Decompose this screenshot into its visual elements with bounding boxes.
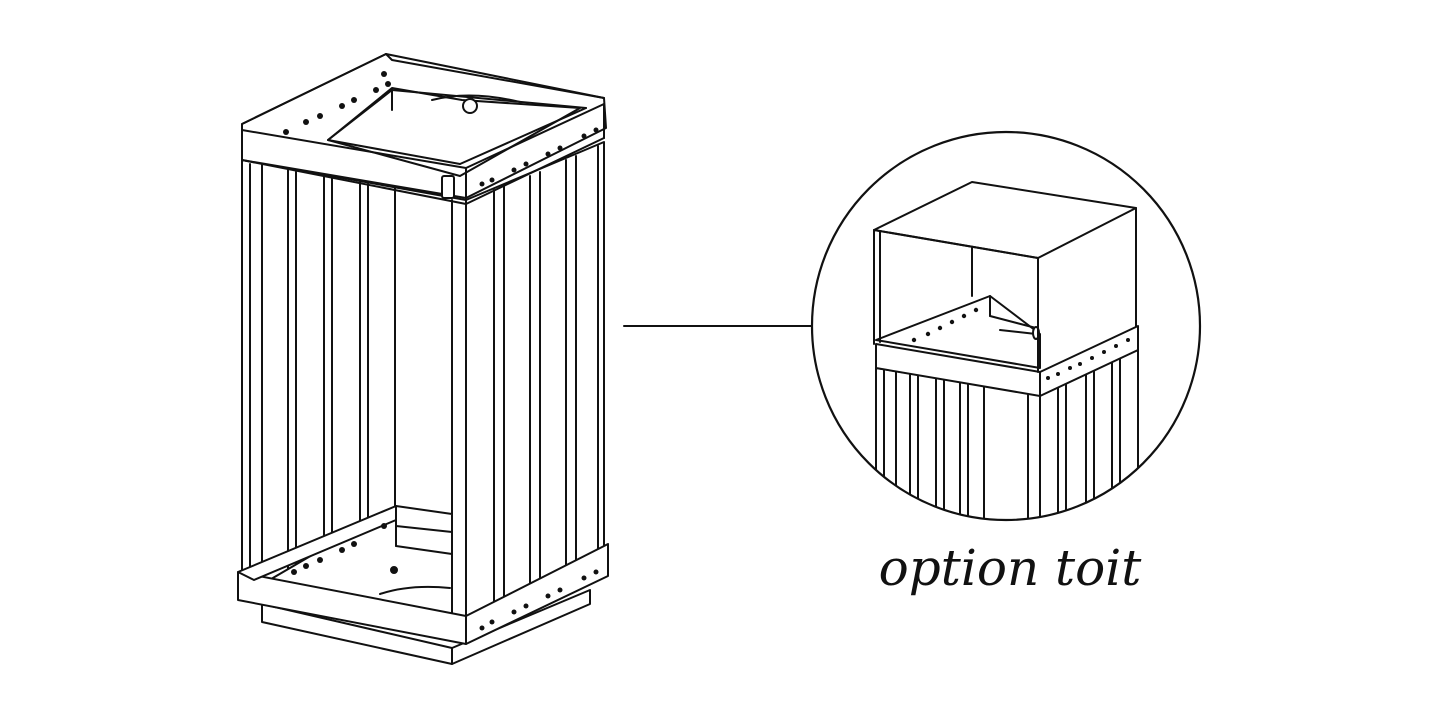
detail-band xyxy=(875,325,1139,397)
detail-roof xyxy=(873,181,1137,373)
bottom-band xyxy=(237,505,609,645)
top-frame-rivets xyxy=(283,71,599,187)
right-face-slats xyxy=(465,141,605,621)
detail-circle-outline xyxy=(810,130,1202,522)
detail-caption: option toit xyxy=(878,539,1142,597)
bin-frame-illustration xyxy=(237,53,609,665)
roof-option-detail xyxy=(810,130,1202,522)
detail-inner-frame xyxy=(875,295,1041,369)
bottom-band-rivets xyxy=(291,523,599,631)
top-frame xyxy=(241,53,607,205)
base-plinth xyxy=(261,589,591,665)
